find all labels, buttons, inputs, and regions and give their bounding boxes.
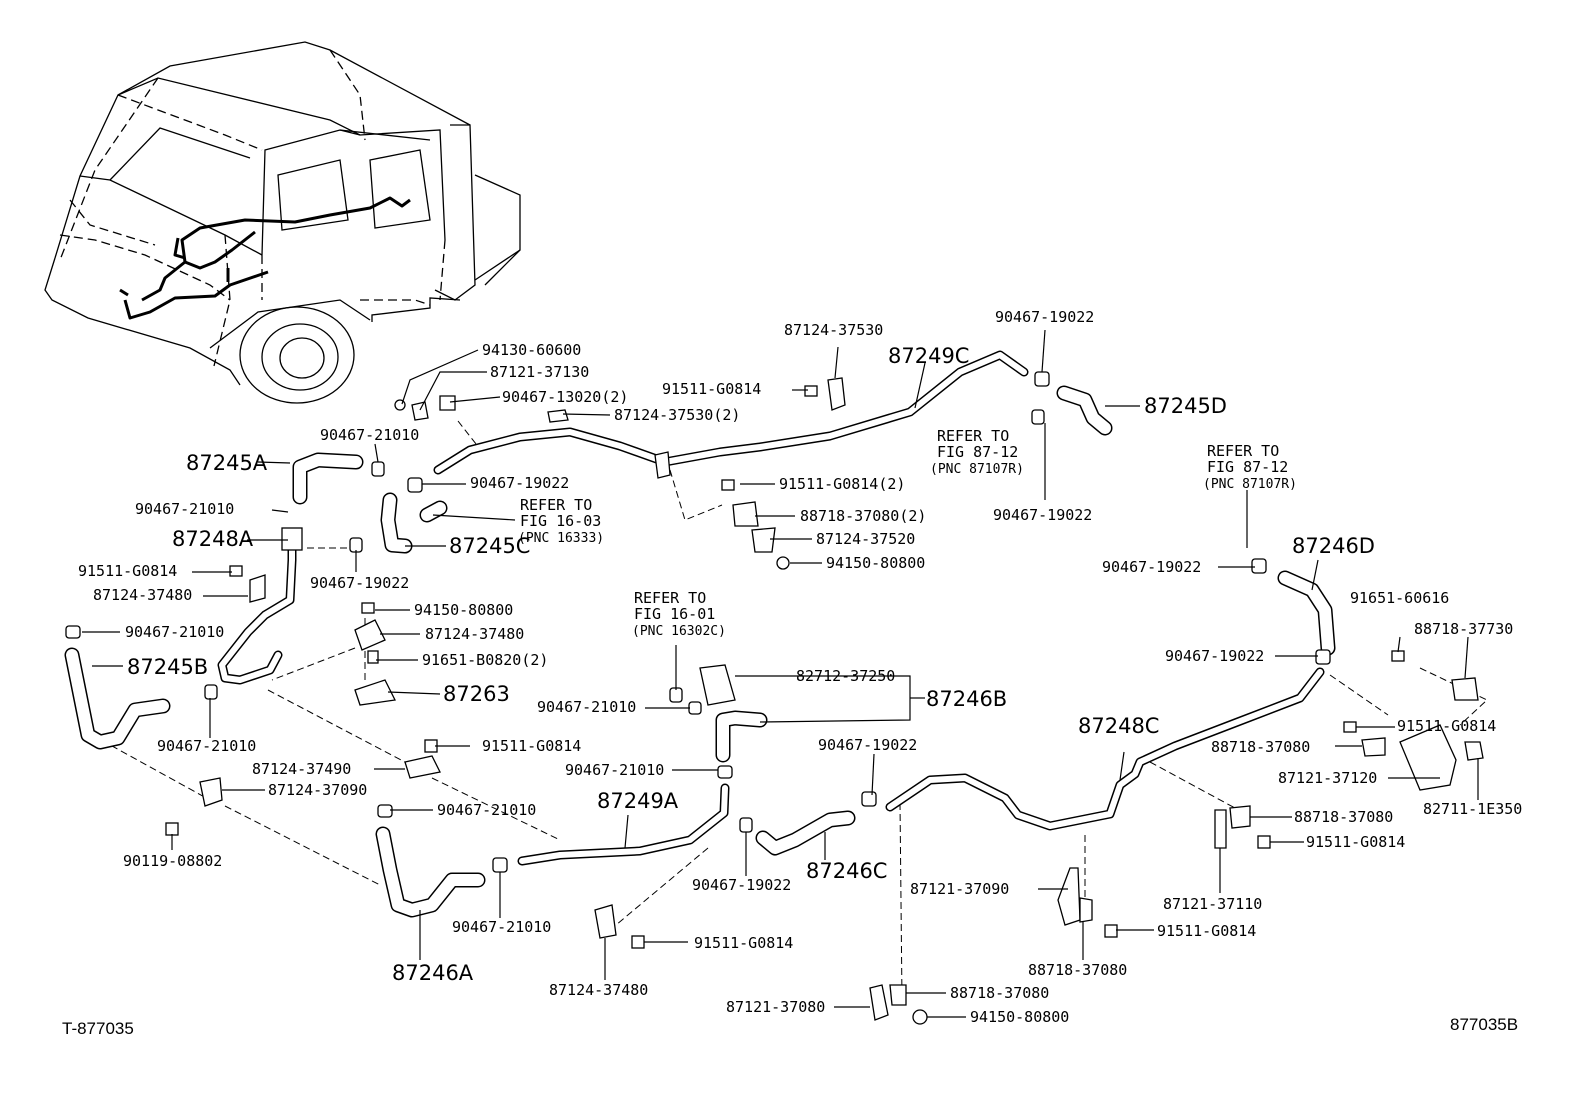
label-94150-80800-c: 94150-80800 — [970, 1008, 1069, 1026]
label-87245A: 87245A — [186, 451, 268, 475]
label-90467-21010-e: 90467-21010 — [537, 698, 636, 716]
refer-fig-16-03-line2: FIG 16-03 — [520, 512, 601, 530]
label-94150-80800-a: 94150-80800 — [826, 554, 925, 572]
label-87246B: 87246B — [926, 687, 1007, 711]
refer-fig-87-12-a-line3: (PNC 87107R) — [930, 462, 1024, 477]
label-87246C: 87246C — [806, 859, 887, 883]
label-90467-19022: 90467-19022 — [995, 308, 1094, 326]
refer-fig-16-01-line3: (PNC 16302C) — [632, 624, 726, 639]
label-87246D: 87246D — [1292, 534, 1375, 558]
label-90467-19022-g: 90467-19022 — [1102, 558, 1201, 576]
label-94130-60600: 94130-60600 — [482, 341, 581, 359]
label-91651-60616: 91651-60616 — [1350, 589, 1449, 607]
label-90467-19022-b: 90467-19022 — [993, 506, 1092, 524]
label-88718-37730: 88718-37730 — [1414, 620, 1513, 638]
leader-lines — [82, 329, 1479, 1018]
small-parts — [65, 371, 1484, 1025]
label-91511-G0814: 91511-G0814 — [662, 380, 761, 398]
label-87124-37530: 87124-37530 — [784, 321, 883, 339]
label-90467-21010-a: 90467-21010 — [320, 426, 419, 444]
refer-fig-16-03-line1: REFER TO — [520, 496, 592, 514]
refer-fig-16-01-line2: FIG 16-01 — [634, 605, 715, 623]
label-88718-37080-r3: 88718-37080 — [1028, 961, 1127, 979]
refer-fig-87-12-a-line1: REFER TO — [937, 427, 1009, 445]
refer-fig-16-03-line3: (PNC 16333) — [518, 531, 604, 546]
figure-code-left: T-877035 — [62, 1019, 134, 1038]
label-87124-37480-mid: 87124-37480 — [425, 625, 524, 643]
label-87121-37080: 87121-37080 — [726, 998, 825, 1016]
refer-fig-87-12-b-line1: REFER TO — [1207, 442, 1279, 460]
label-91511-G0814-bot: 91511-G0814 — [694, 934, 793, 952]
label-88718-37080-r2: 88718-37080 — [1294, 808, 1393, 826]
label-87246A: 87246A — [392, 961, 474, 985]
refer-fig-87-12-b-line3: (PNC 87107R) — [1203, 477, 1297, 492]
label-91511-G0814-mid: 91511-G0814 — [482, 737, 581, 755]
label-90467-13020: 90467-13020(2) — [502, 388, 628, 406]
label-87124-37490: 87124-37490 — [252, 760, 351, 778]
pipes-and-hoses — [64, 350, 1336, 918]
label-90467-19022-f: 90467-19022 — [818, 736, 917, 754]
label-88718-37080-r: 88718-37080 — [1211, 738, 1310, 756]
label-94150-80800-b: 94150-80800 — [414, 601, 513, 619]
label-90467-19022-d: 90467-19022 — [310, 574, 409, 592]
label-91511-G0814-2: 91511-G0814(2) — [779, 475, 905, 493]
label-90467-21010-c: 90467-21010 — [125, 623, 224, 641]
label-90467-21010-g: 90467-21010 — [565, 761, 664, 779]
label-87245B: 87245B — [127, 655, 208, 679]
label-90119-08802: 90119-08802 — [123, 852, 222, 870]
figure-code-right: 877035B — [1450, 1015, 1518, 1034]
guide-lines — [91, 420, 1488, 1001]
label-90467-21010-h: 90467-21010 — [452, 918, 551, 936]
label-90467-21010-b: 90467-21010 — [135, 500, 234, 518]
label-87245C: 87245C — [449, 534, 530, 558]
label-91511-G0814-left: 91511-G0814 — [78, 562, 177, 580]
label-87124-37090: 87124-37090 — [268, 781, 367, 799]
label-87263: 87263 — [443, 682, 510, 706]
label-90467-21010-f: 90467-21010 — [437, 801, 536, 819]
label-88718-37080-2: 88718-37080(2) — [800, 507, 926, 525]
label-87121-37090: 87121-37090 — [910, 880, 1009, 898]
truck-cab-illustration — [44, 41, 521, 404]
label-82711-1E350: 82711-1E350 — [1423, 800, 1522, 818]
label-90467-19022-e: 90467-19022 — [692, 876, 791, 894]
label-82712-37250: 82712-37250 — [796, 667, 895, 685]
part-labels: 94130-60600 87121-37130 90467-13020(2) 8… — [78, 308, 1522, 1026]
label-87124-37480-left: 87124-37480 — [93, 586, 192, 604]
label-87248C: 87248C — [1078, 714, 1159, 738]
label-90467-19022-c: 90467-19022 — [470, 474, 569, 492]
label-87124-37530-2: 87124-37530(2) — [614, 406, 740, 424]
label-91511-G0814-r: 91511-G0814 — [1397, 717, 1496, 735]
refer-fig-16-01-line1: REFER TO — [634, 589, 706, 607]
refer-fig-87-12-a-line2: FIG 87-12 — [937, 443, 1018, 461]
label-90467-19022-h: 90467-19022 — [1165, 647, 1264, 665]
label-87121-37130: 87121-37130 — [490, 363, 589, 381]
label-90467-21010-d: 90467-21010 — [157, 737, 256, 755]
label-87248A: 87248A — [172, 527, 254, 551]
label-87124-37480-bot: 87124-37480 — [549, 981, 648, 999]
label-87124-37520: 87124-37520 — [816, 530, 915, 548]
label-87121-37110: 87121-37110 — [1163, 895, 1262, 913]
label-91511-G0814-r3: 91511-G0814 — [1157, 922, 1256, 940]
label-91651-B0820: 91651-B0820(2) — [422, 651, 548, 669]
label-87245D: 87245D — [1144, 394, 1227, 418]
footer: T-877035 877035B — [62, 1015, 1518, 1038]
label-91511-G0814-r2: 91511-G0814 — [1306, 833, 1405, 851]
label-87121-37120: 87121-37120 — [1278, 769, 1377, 787]
label-87249A: 87249A — [597, 789, 679, 813]
label-87249C: 87249C — [888, 344, 969, 368]
label-88718-37080-b: 88718-37080 — [950, 984, 1049, 1002]
refer-fig-87-12-b-line2: FIG 87-12 — [1207, 458, 1288, 476]
